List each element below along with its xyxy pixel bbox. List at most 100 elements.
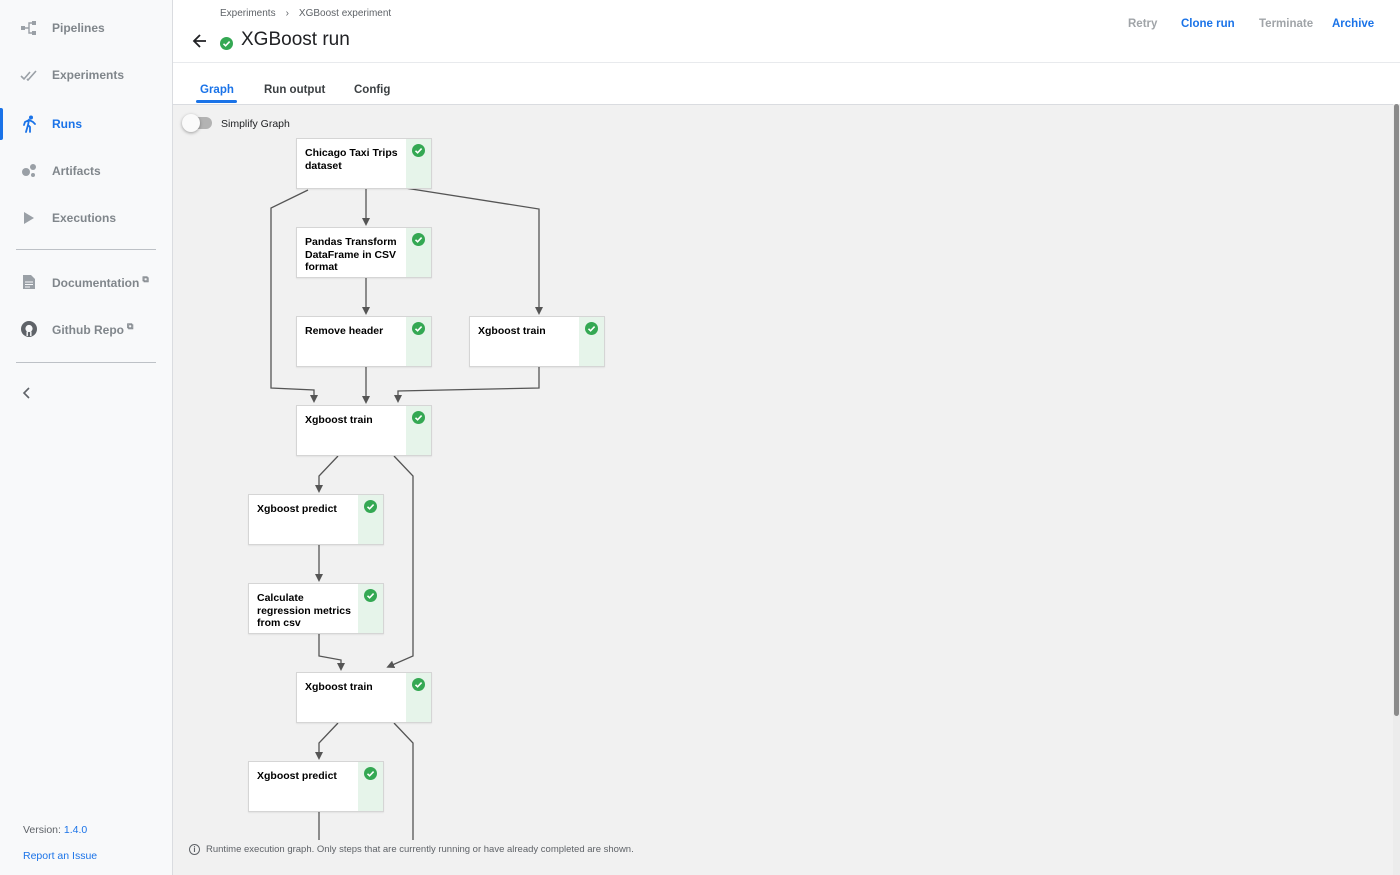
version-info: Version: 1.4.0 [23, 824, 87, 836]
graph-footer-text: Runtime execution graph. Only steps that… [206, 844, 634, 855]
graph-edge [318, 634, 345, 671]
sidebar-item-artifacts[interactable]: Artifacts [0, 151, 172, 191]
terminate-button[interactable]: Terminate [1259, 18, 1314, 30]
check-circle-icon [412, 411, 425, 424]
document-icon [20, 273, 38, 291]
graph-node[interactable]: Remove header [296, 316, 432, 367]
arrow-back-icon [192, 34, 206, 48]
version-value[interactable]: 1.4.0 [63, 824, 88, 836]
graph-edge [393, 722, 414, 840]
report-issue-link[interactable]: Report an Issue [23, 850, 98, 862]
sidebar-item-label: Experiments [52, 68, 125, 82]
graph-edge [315, 455, 339, 493]
graph-edge [394, 367, 540, 403]
graph-edge [315, 722, 339, 760]
graph-node[interactable]: Pandas Transform DataFrame in CSV format [296, 227, 432, 278]
sidebar-link-label: Documentation [52, 276, 140, 290]
sidebar-divider [16, 362, 156, 363]
graph-node[interactable]: Chicago Taxi Trips dataset [296, 138, 432, 189]
executions-icon [20, 209, 38, 227]
node-status [579, 317, 604, 366]
header-divider [173, 62, 1400, 63]
back-button[interactable] [189, 30, 211, 52]
graph-node[interactable]: Xgboost predict [248, 761, 384, 812]
check-circle-icon [412, 144, 425, 157]
run-status-success-icon [220, 37, 233, 50]
node-status [358, 762, 383, 811]
tab-run-output[interactable]: Run output [264, 84, 326, 96]
sidebar-item-label: Pipelines [52, 21, 105, 35]
graph-edge [386, 455, 414, 669]
external-link-icon: ⧉ [127, 321, 134, 331]
sidebar-item-label: Artifacts [52, 164, 101, 178]
collapse-sidebar-button[interactable] [18, 384, 36, 402]
graph-edge [404, 187, 543, 315]
node-status [406, 406, 431, 455]
graph-node-label: Chicago Taxi Trips dataset [305, 147, 398, 172]
retry-button[interactable]: Retry [1128, 18, 1158, 30]
graph-node[interactable]: Xgboost predict [248, 494, 384, 545]
scrollbar-thumb[interactable] [1394, 104, 1399, 716]
check-circle-icon [412, 233, 425, 246]
graph-node-label: Pandas Transform DataFrame in CSV format [305, 236, 397, 273]
vertical-scrollbar[interactable] [1393, 104, 1400, 875]
breadcrumb-separator: › [285, 8, 289, 19]
node-status [406, 673, 431, 722]
graph-node[interactable]: Xgboost train [296, 405, 432, 456]
external-link-icon: ⧉ [142, 274, 149, 284]
breadcrumb-experiments[interactable]: Experiments [220, 8, 276, 19]
node-status [358, 584, 383, 633]
info-icon: i [189, 844, 200, 855]
github-icon [20, 320, 38, 338]
breadcrumb: Experiments › XGBoost experiment [220, 8, 391, 19]
runs-icon [20, 115, 38, 133]
node-status [406, 228, 431, 277]
check-circle-icon [364, 500, 377, 513]
graph-footer-note: i Runtime execution graph. Only steps th… [189, 844, 634, 855]
node-status [358, 495, 383, 544]
simplify-graph-toggle[interactable] [182, 114, 212, 132]
tab-config[interactable]: Config [354, 84, 391, 96]
experiments-icon [20, 66, 38, 84]
graph-node[interactable]: Xgboost train [469, 316, 605, 367]
graph-edge [270, 189, 318, 403]
artifacts-icon [20, 162, 38, 180]
toggle-knob [182, 114, 200, 132]
sidebar-divider [16, 249, 156, 250]
page-title: XGBoost run [241, 29, 350, 50]
node-status [406, 317, 431, 366]
check-circle-icon [364, 589, 377, 602]
sidebar: Pipelines Experiments Runs Artifacts Exe… [0, 0, 173, 875]
sidebar-item-runs[interactable]: Runs [0, 104, 172, 144]
chevron-left-icon [22, 387, 30, 399]
check-circle-icon [585, 322, 598, 335]
graph-node-label: Xgboost train [305, 414, 373, 426]
tab-graph[interactable]: Graph [200, 84, 234, 96]
graph-node-label: Xgboost predict [257, 503, 337, 515]
graph-node-label: Xgboost train [478, 325, 546, 337]
graph-node-label: Xgboost train [305, 681, 373, 693]
sidebar-item-pipelines[interactable]: Pipelines [0, 8, 172, 48]
active-tab-indicator [196, 100, 237, 103]
sidebar-link-documentation[interactable]: Documentation⧉ [0, 262, 172, 302]
check-circle-icon [412, 322, 425, 335]
sidebar-link-github[interactable]: Github Repo⧉ [0, 309, 172, 349]
pipelines-icon [20, 19, 38, 37]
check-circle-icon [364, 767, 377, 780]
sidebar-item-experiments[interactable]: Experiments [0, 55, 172, 95]
archive-button[interactable]: Archive [1332, 18, 1375, 30]
sidebar-item-executions[interactable]: Executions [0, 198, 172, 238]
simplify-graph-label: Simplify Graph [221, 118, 290, 130]
graph-node[interactable]: Calculate regression metrics from csv [248, 583, 384, 634]
sidebar-item-label: Executions [52, 211, 117, 225]
sidebar-item-label: Runs [52, 117, 82, 131]
breadcrumb-experiment[interactable]: XGBoost experiment [298, 8, 392, 19]
check-circle-icon [412, 678, 425, 691]
graph-node-label: Xgboost predict [257, 770, 337, 782]
clone-run-button[interactable]: Clone run [1181, 18, 1235, 30]
version-label: Version: [23, 824, 61, 836]
graph-node-label: Calculate regression metrics from csv [257, 592, 351, 629]
graph-node-label: Remove header [305, 325, 384, 337]
graph-node[interactable]: Xgboost train [296, 672, 432, 723]
